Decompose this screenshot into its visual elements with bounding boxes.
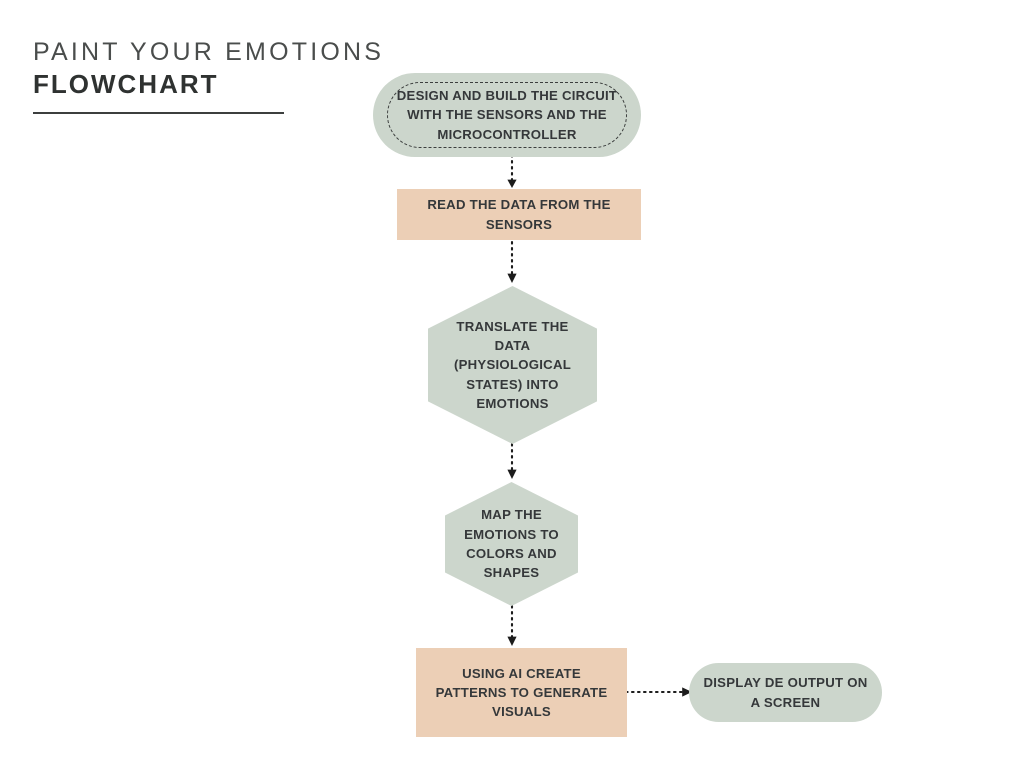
node-translate-data[interactable]: TRANSLATE THE DATA (PHYSIOLOGICAL STATES…: [428, 286, 597, 444]
node-read-sensor-data[interactable]: READ THE DATA FROM THE SENSORS: [397, 189, 641, 240]
title-underline-rule: [33, 111, 284, 114]
node-map-emotions[interactable]: MAP THE EMOTIONS TO COLORS AND SHAPES: [445, 482, 578, 606]
connector-arrow-4: [504, 604, 520, 652]
node-label: USING AI CREATE PATTERNS TO GENERATE VIS…: [435, 665, 608, 720]
connector-arrow-1: [504, 153, 520, 191]
page-title: FLOWCHART: [33, 68, 219, 99]
node-label: DISPLAY DE OUTPUT ON A SCREEN: [703, 675, 868, 710]
node-ai-patterns[interactable]: USING AI CREATE PATTERNS TO GENERATE VIS…: [416, 648, 627, 737]
connector-arrow-5: [624, 684, 696, 700]
node-display-output[interactable]: DISPLAY DE OUTPUT ON A SCREEN: [689, 663, 882, 722]
connector-arrow-3: [504, 442, 520, 484]
node-label: DESIGN AND BUILD THE CIRCUIT WITH THE SE…: [396, 88, 618, 142]
node-label: READ THE DATA FROM THE SENSORS: [427, 197, 611, 232]
node-label: TRANSLATE THE DATA (PHYSIOLOGICAL STATES…: [453, 318, 572, 411]
page-title-block: PAINT YOUR EMOTIONS FLOWCHART: [33, 38, 453, 114]
node-label: MAP THE EMOTIONS TO COLORS AND SHAPES: [464, 507, 559, 581]
page-eyebrow: PAINT YOUR EMOTIONS: [33, 38, 385, 66]
connector-arrow-2: [504, 240, 520, 288]
node-design-build-circuit[interactable]: DESIGN AND BUILD THE CIRCUIT WITH THE SE…: [373, 73, 641, 157]
